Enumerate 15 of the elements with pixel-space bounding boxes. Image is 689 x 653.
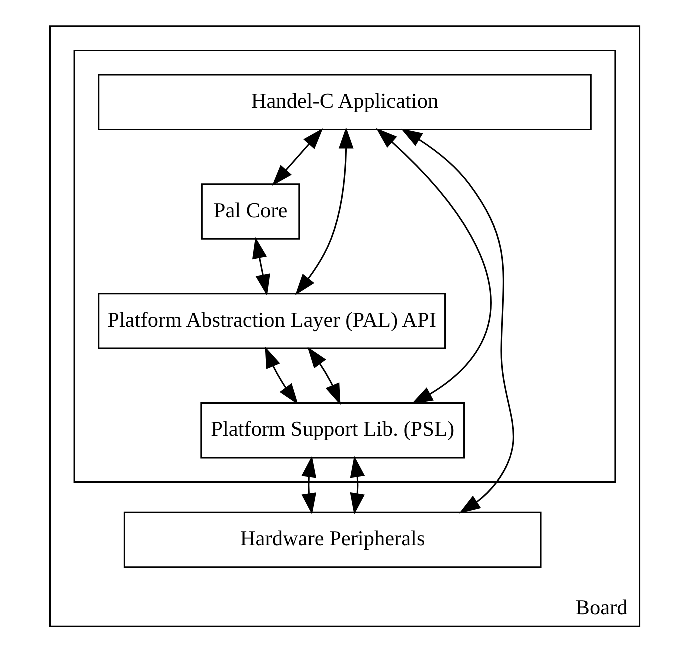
cluster xyxy=(73,50,616,483)
arrow xyxy=(264,346,298,405)
node-box: Hardware Peripherals xyxy=(123,512,542,568)
arrow xyxy=(400,128,514,514)
node-box: Platform Abstraction Layer (PAL) API xyxy=(98,293,446,350)
node-box: Pal Core xyxy=(200,184,300,240)
arrow xyxy=(294,127,354,296)
node-box: Platform Support Lib. (PSL) xyxy=(200,402,465,459)
arrow xyxy=(272,128,323,186)
arrow xyxy=(307,347,340,406)
arrow xyxy=(301,456,316,515)
arrow xyxy=(252,237,270,296)
arrow xyxy=(376,128,491,404)
arrow xyxy=(350,456,365,515)
node-box: Handel-C Application xyxy=(98,74,592,130)
